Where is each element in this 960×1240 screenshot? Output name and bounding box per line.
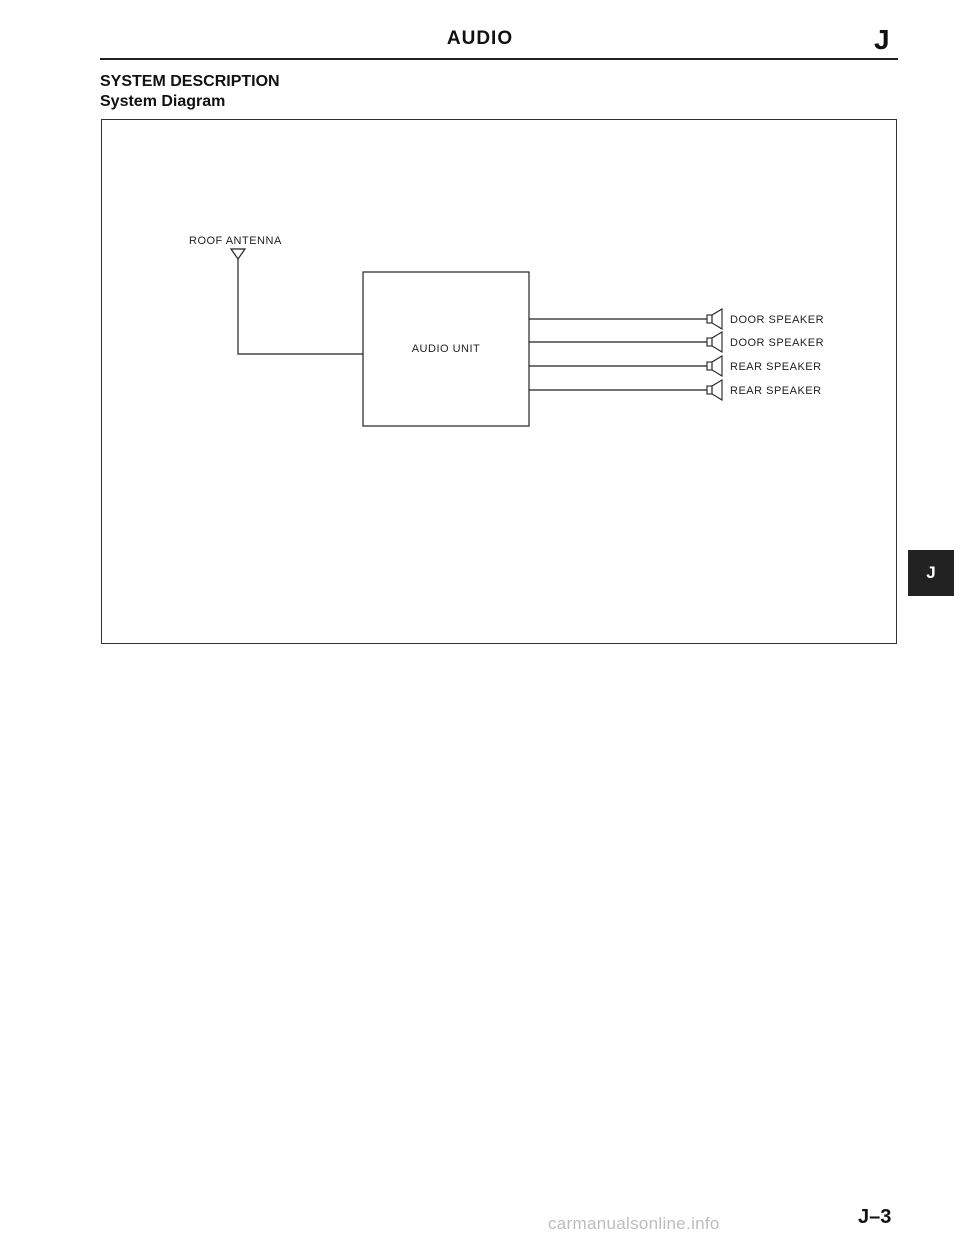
rear-speaker-label: REAR SPEAKER	[730, 385, 822, 397]
speaker-icon	[706, 379, 723, 401]
audio-unit-label: AUDIO UNIT	[412, 343, 481, 355]
page-number: J–3	[858, 1206, 892, 1228]
speaker-row: REAR SPEAKER	[529, 379, 822, 401]
speaker-row: REAR SPEAKER	[529, 355, 822, 377]
speaker-icon	[706, 355, 723, 377]
speaker-row: DOOR SPEAKER	[529, 308, 824, 330]
roof-antenna-label: ROOF ANTENNA	[189, 235, 282, 247]
antenna-icon	[229, 248, 247, 266]
speaker-icon	[706, 331, 723, 353]
door-speaker-label: DOOR SPEAKER	[730, 314, 824, 326]
speaker-row: DOOR SPEAKER	[529, 331, 824, 353]
audio-unit-box	[362, 271, 530, 427]
page-header-title: AUDIO	[446, 28, 514, 49]
antenna-cable	[237, 266, 363, 355]
door-speaker-label: DOOR SPEAKER	[730, 337, 824, 349]
speaker-icon	[706, 308, 723, 330]
section-subtitle: System Diagram	[100, 93, 226, 110]
diagram-frame	[101, 119, 897, 644]
rear-speaker-label: REAR SPEAKER	[730, 361, 822, 373]
watermark-text: carmanualsonline.info	[548, 1214, 720, 1233]
section-title: SYSTEM DESCRIPTION	[100, 73, 280, 90]
header-rule	[100, 58, 898, 60]
section-letter: J	[874, 24, 890, 55]
section-side-tab[interactable]: J	[908, 550, 954, 596]
